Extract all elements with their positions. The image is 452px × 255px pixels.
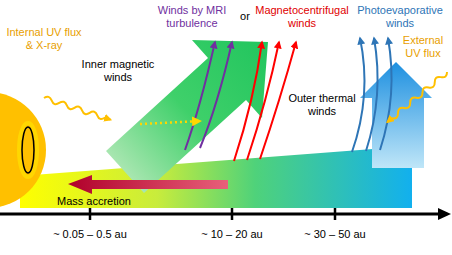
axis-tick-label: ~ 30 – 50 au <box>287 228 383 241</box>
internal-flux-wave <box>43 96 111 122</box>
accretion-arrow <box>68 175 228 194</box>
axis-tick <box>89 208 92 220</box>
axis-arrowhead <box>438 208 451 220</box>
region-label: Inner magnetic winds <box>76 58 160 84</box>
wind-type-label: Winds by MRI turbulence <box>148 4 236 30</box>
mri-wind-arrow <box>185 42 215 150</box>
axis-tick <box>231 208 234 220</box>
central-star <box>0 92 46 208</box>
axis-tick-label: ~ 0.05 – 0.5 au <box>42 228 138 241</box>
external-flux-wave <box>386 70 449 124</box>
star-ring <box>19 123 37 177</box>
axis-tick <box>334 208 337 220</box>
photoevaporative-arrow <box>366 38 378 151</box>
wind-type-label: Magnetocentrifugal winds <box>252 4 352 30</box>
mri-wind-arrow <box>200 42 232 148</box>
disk-wedge <box>20 146 412 208</box>
wind-type-label: Photoevaporative winds <box>354 4 446 30</box>
outer-wind-arrow <box>360 62 432 168</box>
conjunction-label: or <box>238 10 252 23</box>
photoevaporative-arrow <box>380 38 392 150</box>
region-label: Outer thermal winds <box>288 92 356 118</box>
flux-label: External UV flux <box>398 34 448 60</box>
distance-axis <box>0 213 440 216</box>
external-flux-wave <box>386 70 449 124</box>
star-ring-inner <box>22 127 34 173</box>
internal-flux-wave <box>43 96 111 122</box>
inner-flux-dotted-arrow <box>140 121 200 124</box>
magnetocentrifugal-arrow <box>234 42 262 161</box>
magnetocentrifugal-arrow <box>247 42 279 160</box>
axis-tick-label: ~ 10 – 20 au <box>184 228 280 241</box>
flux-label: Internal UV flux & X-ray <box>2 26 86 52</box>
accretion-label: Mass accretion <box>48 195 140 208</box>
